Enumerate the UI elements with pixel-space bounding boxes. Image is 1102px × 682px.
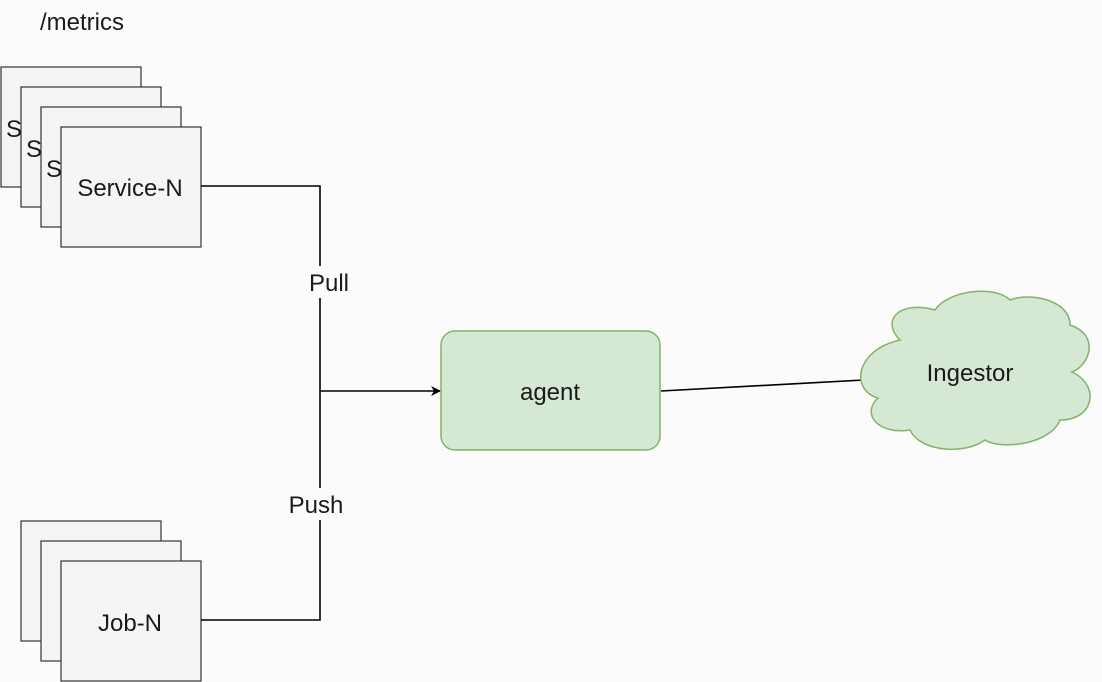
agent-label: agent [520,379,580,406]
ingestor-label: Ingestor [927,360,1014,387]
connectors [201,185,883,621]
pull-label-bg [303,266,353,298]
service-card-3-label: S [46,156,62,183]
push-label: Push [289,492,344,519]
job-card-front [60,560,202,682]
job-stack: Job-N [20,520,202,682]
bus-connector [201,185,321,621]
service-card-1-label: S [6,116,22,143]
service-n-label: Service-N [77,175,182,202]
pull-label: Pull [309,270,349,297]
push-label-bg [282,488,352,520]
service-stack: S S S Service-N [0,66,202,248]
ingestor-cloud [860,290,1091,451]
metrics-endpoint-label: /metrics [40,9,124,36]
service-card-2-label: S [26,136,42,163]
job-n-label: Job-N [98,610,162,637]
service-card-front [60,126,202,248]
arrow-to-ingestor [660,374,883,392]
agent-node [440,330,661,451]
